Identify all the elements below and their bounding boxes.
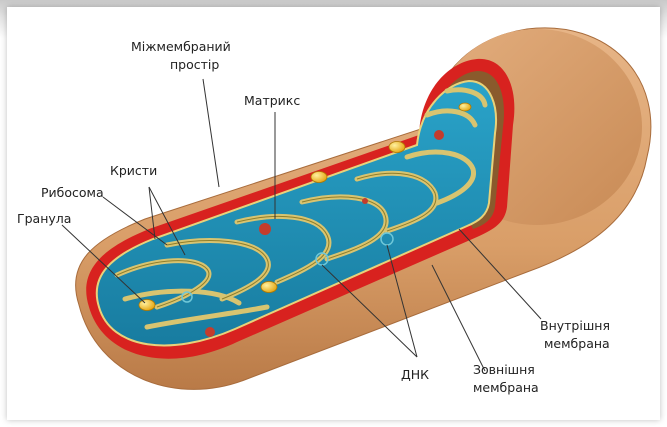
label-granule: Гранула [17, 211, 71, 226]
ribosome-dot-icon [259, 223, 271, 235]
label-cristae: Кристи [110, 163, 157, 178]
granule-dot-icon [139, 300, 155, 311]
ribosome-dot-icon [434, 130, 444, 140]
label-inner-membrane-line1: Внутрішня [540, 318, 610, 333]
granule-dot-icon [459, 103, 471, 111]
label-ribosome: Рибосома [41, 185, 104, 200]
granule-dot-icon [261, 282, 277, 293]
granule-dot-icon [311, 172, 327, 183]
ribosome-dot-icon [362, 198, 368, 204]
label-inner-membrane-line2: мембрана [544, 336, 610, 351]
ribosome-dot-icon [205, 327, 215, 337]
label-dna: ДНК [401, 367, 429, 382]
figure-frame: Міжмембраний простір Матрикс Кристи Рибо… [7, 7, 660, 420]
label-intermembrane-line2: простір [170, 57, 219, 72]
label-intermembrane-line1: Міжмембраний [131, 39, 231, 54]
label-matrix: Матрикс [244, 93, 300, 108]
label-outer-membrane-line2: мембрана [473, 380, 539, 395]
granule-dot-icon [389, 142, 405, 153]
mitochondrion-diagram: Міжмембраний простір Матрикс Кристи Рибо… [7, 7, 660, 420]
label-outer-membrane-line1: Зовнішня [473, 362, 535, 377]
